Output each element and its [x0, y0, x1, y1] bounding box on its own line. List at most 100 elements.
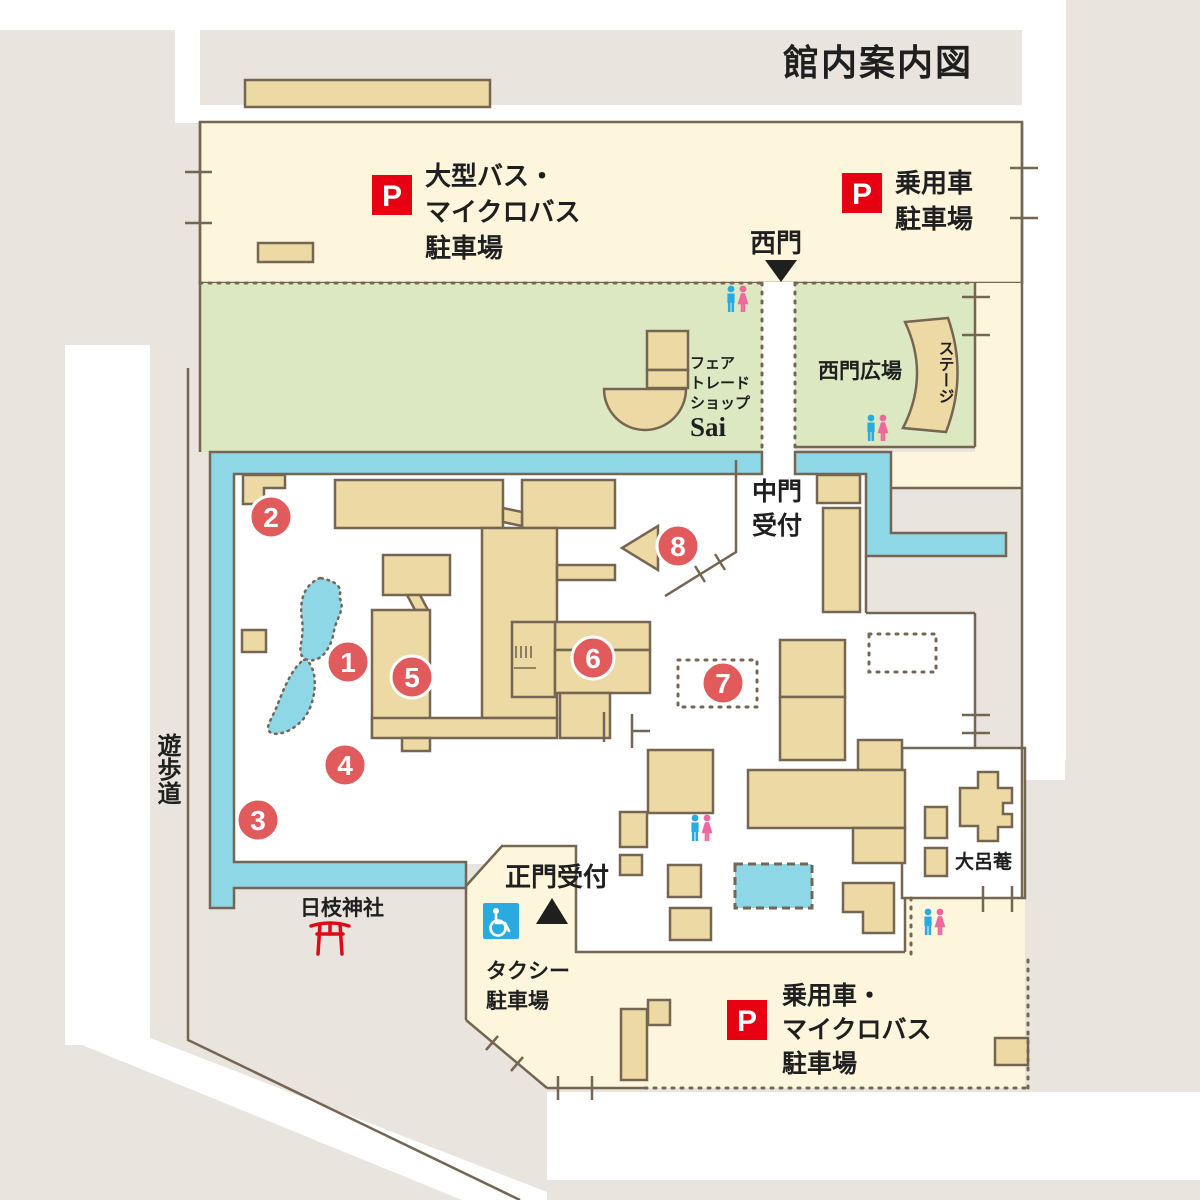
label-line: 駐車場 — [486, 989, 549, 1013]
stage-label: ステージ — [936, 340, 954, 404]
building — [256, 241, 315, 264]
label-line: 乗用車 — [895, 169, 973, 198]
east-parking-lower — [891, 452, 1022, 488]
building — [555, 563, 617, 582]
pond-lower — [266, 658, 317, 736]
building — [240, 628, 268, 654]
road-top-margin — [0, 0, 1063, 30]
west-gate-down-triangle-icon — [765, 260, 797, 282]
building — [370, 716, 559, 740]
building — [778, 695, 847, 762]
building — [666, 863, 703, 899]
main-gate-up-triangle-icon — [536, 898, 568, 924]
building — [333, 478, 505, 530]
torii-icon — [309, 921, 351, 956]
building — [381, 553, 452, 597]
p-icon-letter: P — [737, 1005, 757, 1038]
wheelchair-icon — [483, 903, 519, 939]
pond-rect — [733, 862, 814, 910]
marker-number: 3 — [250, 805, 266, 836]
fair-trade-shop-building — [602, 387, 688, 432]
marker-7: 7 — [700, 660, 746, 706]
road-east — [1022, 0, 1066, 760]
numbered-markers: 1 2 3 4 5 6 7 8 — [235, 494, 746, 843]
building — [646, 748, 715, 815]
marker-2: 2 — [248, 494, 294, 540]
label-line: 駐車場 — [425, 234, 503, 263]
building — [746, 768, 907, 830]
taxi-parking-label: タクシー 駐車場 — [486, 959, 570, 1013]
marker-number: 8 — [670, 531, 686, 562]
label-line: 駐車場 — [895, 205, 973, 234]
north-parking-area — [198, 120, 1024, 285]
p-icon: P — [842, 173, 882, 213]
west-plaza-label: 西門広場 — [818, 359, 902, 383]
fair-trade-label: フェア トレード ショップ Sai — [690, 356, 751, 442]
building — [241, 473, 287, 506]
water-features — [208, 450, 1008, 910]
p-icon-letter: P — [382, 180, 402, 213]
label-line: 駐車場 — [782, 1049, 857, 1078]
marker-8: 8 — [655, 523, 701, 569]
marker-number: 7 — [715, 668, 731, 699]
building — [851, 826, 907, 865]
wall-middle-gate — [664, 460, 738, 598]
building — [618, 810, 649, 849]
marker-1: 1 — [325, 639, 371, 685]
marker-number: 5 — [404, 662, 420, 693]
building-corridor — [501, 506, 524, 528]
building — [400, 736, 432, 753]
building — [510, 620, 557, 699]
building — [923, 805, 949, 840]
road-top-left-stub — [175, 0, 200, 122]
road-north — [175, 105, 1022, 123]
building — [558, 691, 612, 740]
label-line: 中門 — [752, 478, 802, 506]
dairoan-building — [958, 770, 1014, 843]
building — [923, 846, 949, 878]
label-line: タクシー — [486, 959, 570, 983]
building — [993, 1036, 1030, 1067]
marker-number: 1 — [340, 647, 356, 678]
marker-3: 3 — [235, 797, 281, 843]
fair-trade-shop-building — [645, 329, 690, 372]
label-line: フェア — [690, 356, 735, 372]
gray-pockets — [866, 488, 1022, 748]
buildings — [240, 78, 1030, 1082]
gate-tick — [510, 1056, 524, 1072]
building — [619, 1007, 649, 1082]
dotted-area-7 — [676, 658, 759, 709]
p-icon-letter: P — [852, 178, 872, 211]
label-line: 大型バス・ — [425, 162, 555, 191]
south-parking-area — [466, 846, 1025, 1088]
building — [778, 638, 847, 699]
marker-number: 2 — [263, 502, 279, 533]
p-icon: P — [727, 1000, 767, 1040]
road-west — [65, 345, 150, 1045]
dotted-boundaries — [198, 281, 1030, 1090]
south-parking-label: 乗用車・ マイクロバス 駐車場 — [782, 982, 932, 1078]
marker-number: 4 — [337, 750, 353, 781]
middle-gate-label: 中門 受付 — [752, 478, 802, 540]
north-parking-label: 大型バス・ マイクロバス 駐車場 — [425, 162, 580, 263]
dotted-area — [867, 632, 938, 674]
west-gate-label: 西門 — [750, 229, 802, 258]
shrine-label: 日枝神社 — [300, 896, 384, 920]
label-line: 受付 — [752, 511, 802, 540]
marker-5: 5 — [389, 654, 435, 700]
dairoan-label: 大呂菴 — [955, 850, 1013, 873]
east-parking-label: 乗用車 駐車場 — [895, 169, 973, 234]
label-line: 乗用車・ — [782, 982, 882, 1010]
marker-6: 6 — [570, 635, 616, 681]
parking-areas — [198, 120, 1024, 488]
marker-4: 4 — [322, 742, 368, 788]
marker-number: 6 — [585, 643, 601, 674]
walls — [185, 122, 1038, 1200]
road-east-notch — [1025, 755, 1065, 780]
building — [646, 998, 672, 1027]
building — [668, 906, 713, 942]
building — [618, 853, 644, 877]
